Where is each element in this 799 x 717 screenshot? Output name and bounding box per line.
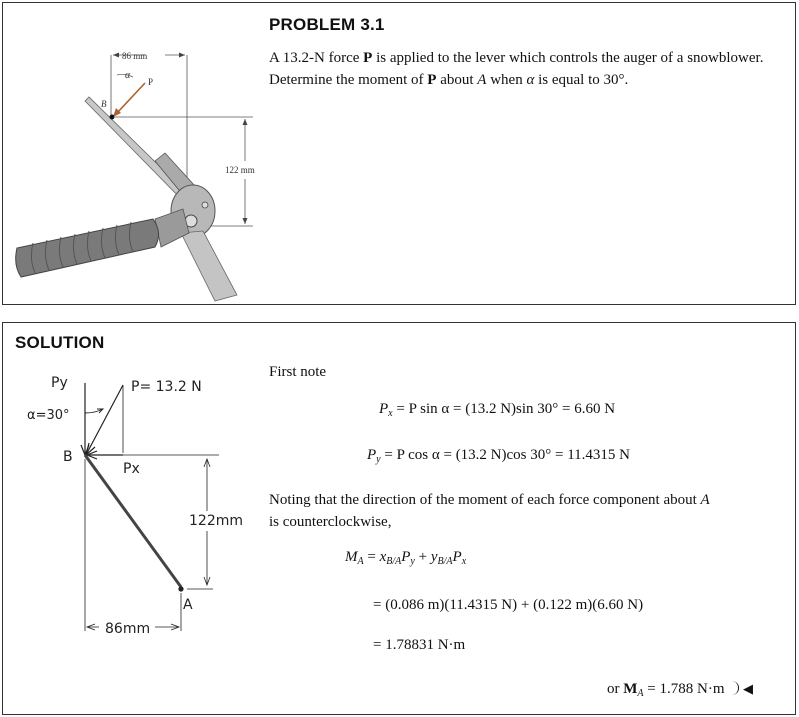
problem-text-4: when: [486, 72, 527, 88]
free-body-sketch: Py P= 13.2 N α=30° B Px 122mm A 86mm: [27, 375, 243, 637]
equation-px: Px = P sin α = (13.2 N)sin 30° = 6.60 N: [379, 401, 616, 419]
sketch-alpha-label: α=30°: [27, 408, 70, 423]
sketch-122-label: 122mm: [189, 513, 243, 529]
problem-heading: PROBLEM 3.1: [269, 15, 385, 34]
dim-122-label: 122 mm: [225, 165, 255, 175]
force-P-symbol-2: P: [427, 72, 437, 88]
lever-figure: 86 mm 122 mm P α B A: [15, 51, 255, 302]
equation-py: Py = P cos α = (13.2 N)cos 30° = 11.4315…: [367, 447, 630, 465]
equation-result: = 1.78831 N·m: [373, 637, 466, 653]
noting-paragraph: Noting that the direction of the moment …: [269, 492, 710, 530]
alpha-symbol: α: [526, 72, 535, 88]
dim-86-label: 86 mm: [122, 51, 147, 61]
problem-text-5: is equal to 30°.: [534, 72, 629, 88]
answer-marker: ◀: [743, 681, 753, 696]
problem-statement: A 13.2-N force P is applied to the lever…: [269, 47, 789, 91]
counterclockwise-icon: [728, 681, 740, 695]
sketch-P-label: P= 13.2 N: [131, 379, 202, 395]
final-answer: or MA = 1.788 N·m ◀: [607, 681, 753, 699]
solution-panel: SOLUTION: [2, 322, 796, 715]
problem-text-3: about: [436, 72, 478, 88]
problem-panel: 86 mm 122 mm P α B A: [2, 2, 796, 305]
force-P-label: P: [148, 77, 153, 87]
point-A-symbol: A: [477, 72, 487, 88]
problem-text-1: A 13.2-N force: [269, 50, 364, 66]
sketch-Px-label: Px: [123, 461, 140, 477]
sketch-86-label: 86mm: [105, 621, 150, 637]
sketch-Py-label: Py: [51, 375, 68, 391]
sketch-B-label: B: [63, 449, 73, 465]
force-P-symbol: P: [363, 50, 373, 66]
equation-substitution: = (0.086 m)(11.4315 N) + (0.122 m)(6.60 …: [373, 597, 644, 613]
equation-moment: MA = xB/APy + yB/APx: [345, 549, 467, 567]
sketch-A-label: A: [183, 597, 193, 613]
alpha-label: α: [125, 70, 131, 81]
first-note: First note: [269, 364, 327, 380]
problem-text-2: is applied to the lever which controls t…: [269, 50, 764, 88]
point-B-label: B: [101, 99, 107, 109]
solution-heading: SOLUTION: [15, 333, 105, 352]
